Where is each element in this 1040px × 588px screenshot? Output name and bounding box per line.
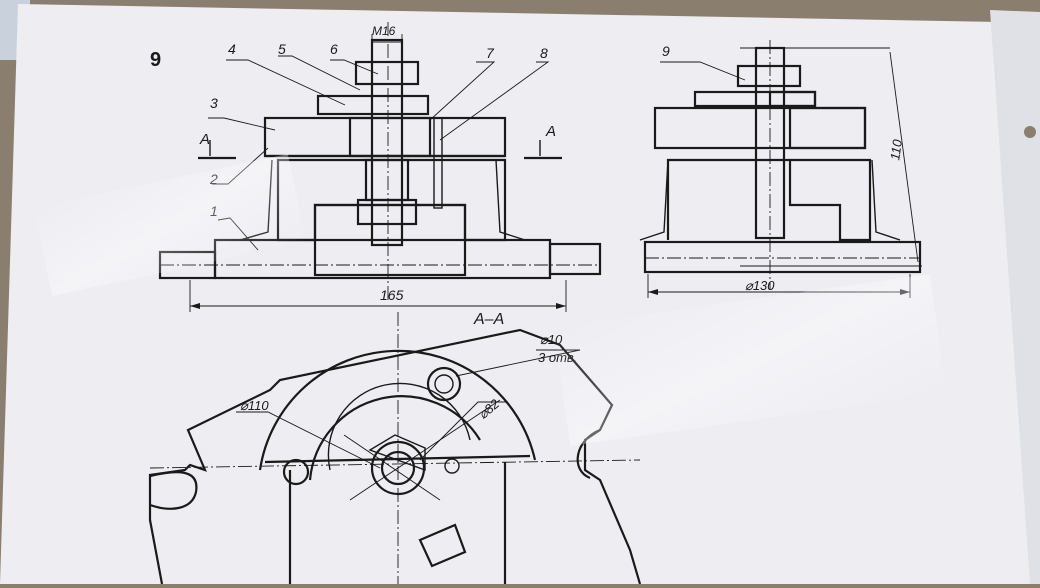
part-number-4: 4 (228, 41, 236, 57)
base-width-dimension: 165 (380, 287, 404, 303)
base-diameter-dimension: ⌀130 (745, 278, 775, 293)
section-mark-left: A (199, 131, 210, 148)
section-title: A–A (473, 311, 504, 328)
part-number-6: 6 (330, 41, 338, 57)
part-number-9: 9 (662, 43, 670, 59)
part-number-5: 5 (278, 41, 286, 57)
thread-dimension: M16 (372, 24, 396, 38)
overall-height-dimension: 110 (887, 138, 905, 161)
glare-highlight (33, 153, 307, 297)
glare-highlight-2 (553, 274, 947, 446)
binder-hole (1024, 126, 1036, 138)
diameter-110-dimension: ⌀110 (240, 398, 269, 413)
task-number: 9 (150, 49, 161, 71)
part-number-3: 3 (210, 95, 218, 111)
sheet-protector-edge (990, 10, 1040, 584)
section-mark-right: A (545, 123, 556, 140)
part-number-7: 7 (486, 45, 495, 61)
side-view: 110 ⌀130 9 (639, 40, 922, 298)
part-number-8: 8 (540, 45, 548, 61)
